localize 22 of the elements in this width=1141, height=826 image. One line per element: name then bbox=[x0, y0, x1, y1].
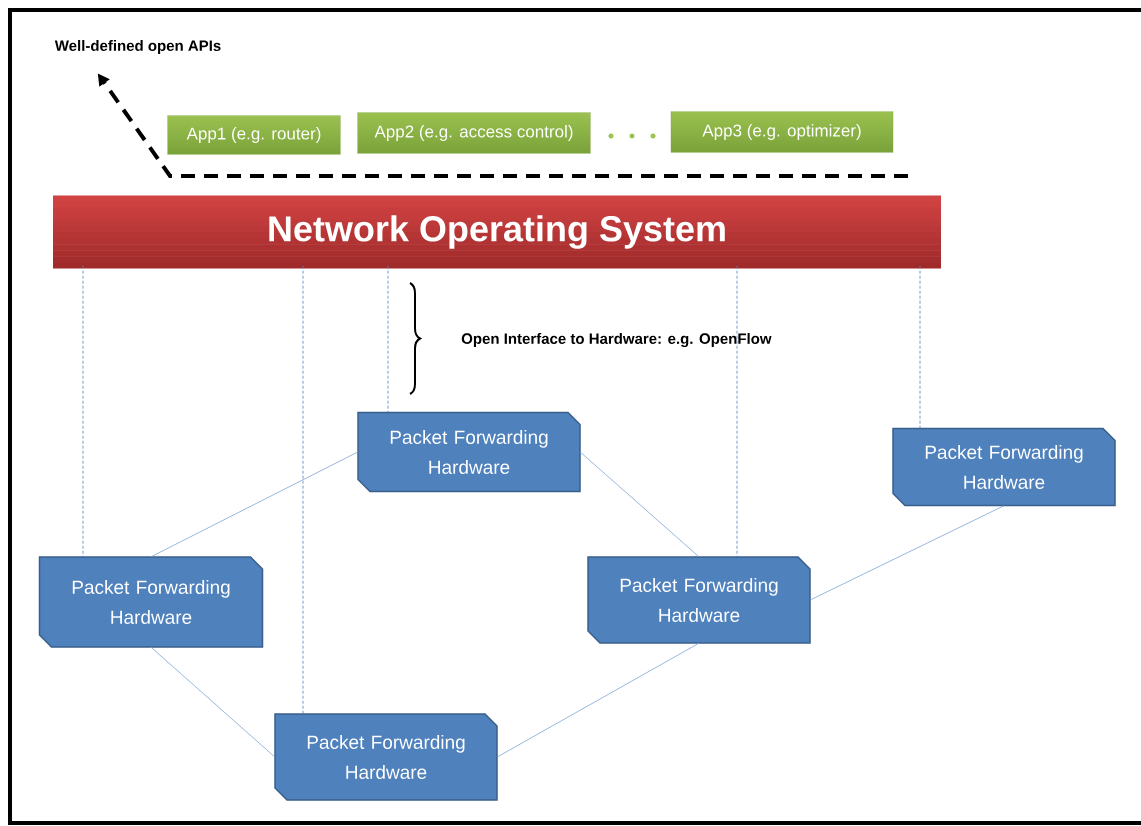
hardware-box: Packet Forwarding Hardware bbox=[892, 427, 1116, 507]
hardware-box: Packet Forwarding Hardware bbox=[357, 411, 581, 493]
link-line bbox=[150, 646, 276, 758]
app-box: App3 (e.g. optimizer) bbox=[670, 111, 894, 153]
annotation-text: Open Interface to Hardware: e.g. OpenFlow bbox=[461, 332, 772, 347]
dashed-line bbox=[919, 265, 921, 429]
system-bar: Network Operating System bbox=[53, 195, 941, 269]
dashed-line bbox=[82, 265, 84, 558]
dashed-line bbox=[387, 265, 389, 413]
heading-text: Well-defined open APIs bbox=[54, 40, 221, 54]
node-label: Network Operating System bbox=[269, 215, 725, 249]
hardware-box: Packet Forwarding Hardware bbox=[587, 556, 811, 644]
link-line bbox=[579, 451, 700, 558]
hardware-box: Packet Forwarding Hardware bbox=[38, 556, 264, 648]
link-line bbox=[496, 642, 700, 758]
link-line bbox=[150, 451, 359, 558]
app-box: App2 (e.g. access control) bbox=[357, 112, 591, 154]
hardware-box: Packet Forwarding Hardware bbox=[274, 713, 498, 801]
link-line bbox=[809, 505, 1005, 601]
app-box: App1 (e.g. router) bbox=[167, 115, 341, 155]
dashed-line bbox=[302, 265, 304, 715]
dashed-line bbox=[736, 265, 738, 558]
